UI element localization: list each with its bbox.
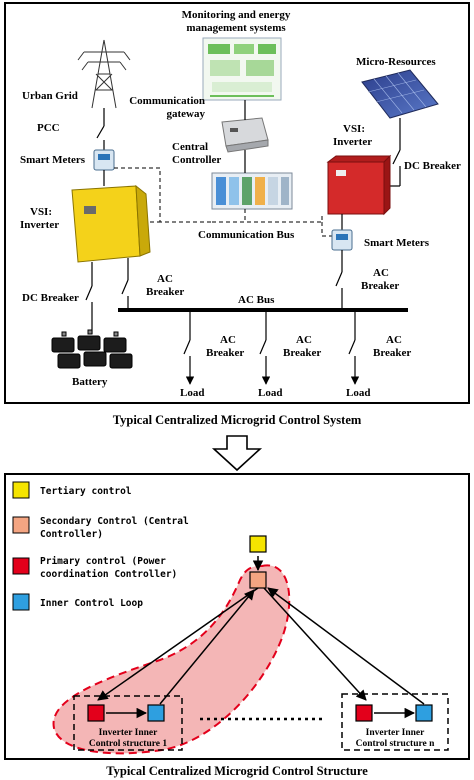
vsi-inverter-left-device xyxy=(71,184,151,263)
central-controller-label-1: Central xyxy=(172,141,208,153)
ac-breaker-right-label-2: Breaker xyxy=(361,280,399,292)
urban-grid-label: Urban Grid xyxy=(22,90,78,102)
legend-swatch-tertiary xyxy=(12,481,30,499)
dc-breaker-left-label: DC Breaker xyxy=(22,292,79,304)
secondary-to-primary1-arrow xyxy=(97,587,259,701)
legend-label-secondary-1: Secondary Control (Central xyxy=(40,516,189,527)
dc-breaker-right-label: DC Breaker xyxy=(404,160,461,172)
inner1-to-secondary-arrow xyxy=(159,589,255,705)
monitoring-label-1: Monitoring and energy xyxy=(182,9,291,21)
legend-swatch-secondary xyxy=(12,516,30,534)
caption-bottom: Typical Centralized Microgrid Control St… xyxy=(106,764,368,778)
comm-bus-dashed xyxy=(212,216,323,223)
legend-label-tertiary: Tertiary control xyxy=(40,486,132,497)
ac-breaker-left-label-2: Breaker xyxy=(146,286,184,298)
smart-meters-right-label: Smart Meters xyxy=(364,237,430,249)
comm-dashed-right xyxy=(321,222,332,237)
ac-breaker-load3-label-2: Breaker xyxy=(373,347,411,359)
battery-label: Battery xyxy=(72,376,108,388)
comm-bus-label: Communication Bus xyxy=(198,229,295,241)
comm-gateway-label-1: Communication xyxy=(129,95,205,107)
inner-loop-block-n xyxy=(415,704,433,722)
dc-breaker-right-switch xyxy=(392,149,401,165)
primary-control-region xyxy=(53,565,290,754)
secondary-to-primaryn-arrow xyxy=(263,587,367,701)
inverter-n-box xyxy=(341,693,449,751)
vsi-left-label-1: VSI: xyxy=(30,206,52,218)
caption-top: Typical Centralized Microgrid Control Sy… xyxy=(113,413,362,427)
flow-down-arrow xyxy=(211,435,263,472)
primary-control-block-n xyxy=(355,704,373,722)
vsi-right-label-2: Inverter xyxy=(333,136,372,148)
central-controller-label-2: Controller xyxy=(172,154,221,166)
pcc-label: PCC xyxy=(37,122,60,134)
ac-breaker-load2-label-1: AC xyxy=(296,334,312,346)
tertiary-control-block xyxy=(249,535,267,553)
legend-label-primary-1: Primary control (Power xyxy=(40,556,166,567)
ac-bus-bar xyxy=(118,308,408,312)
innern-to-secondary-arrow xyxy=(267,587,425,705)
ac-breaker-left-switch xyxy=(121,279,129,295)
communication-gateway-device xyxy=(221,117,269,153)
load-branch-3 xyxy=(348,312,360,385)
smart-meter-left-icon xyxy=(93,149,115,171)
primary-control-block-1 xyxy=(87,704,105,722)
legend: Tertiary control Secondary Control (Cent… xyxy=(12,481,189,611)
inner-loop-block-1 xyxy=(147,704,165,722)
transmission-tower-icon xyxy=(77,39,131,109)
ac-breaker-load2-label-2: Breaker xyxy=(283,347,321,359)
legend-label-secondary-2: Controller) xyxy=(40,529,103,540)
inverter-n-label-1: Inverter Inner xyxy=(366,728,425,738)
vsi-right-label-1: VSI: xyxy=(343,123,365,135)
legend-label-primary-2: coordination Controller) xyxy=(40,569,177,580)
solar-panel-icon xyxy=(361,69,439,119)
monitoring-label-2: management systems xyxy=(186,22,286,34)
ac-breaker-right-label-1: AC xyxy=(373,267,389,279)
pcc-switch xyxy=(96,125,105,139)
smart-meter-right-icon xyxy=(331,229,353,251)
load-1-label: Load xyxy=(180,387,204,399)
secondary-control-block xyxy=(249,571,267,589)
comm-dashed-left xyxy=(114,167,212,223)
central-controller-device xyxy=(211,172,293,210)
load-3-label: Load xyxy=(346,387,370,399)
ac-breaker-load3-label-1: AC xyxy=(386,334,402,346)
load-2-label: Load xyxy=(258,387,282,399)
legend-swatch-primary xyxy=(12,557,30,575)
ac-breaker-right-switch xyxy=(335,271,343,287)
comm-gateway-label-2: gateway xyxy=(167,108,206,120)
ac-breaker-load1-label-2: Breaker xyxy=(206,347,244,359)
load-branch-2 xyxy=(259,312,271,385)
inverter-1-label-1: Inverter Inner xyxy=(99,728,158,738)
smart-meters-left-label: Smart Meters xyxy=(20,154,86,166)
ac-breaker-load1-label-1: AC xyxy=(220,334,236,346)
legend-label-inner: Inner Control Loop xyxy=(40,598,143,609)
battery-pack-icon xyxy=(51,329,133,369)
vsi-inverter-right-device xyxy=(326,154,392,216)
ac-bus-label: AC Bus xyxy=(238,294,275,306)
inverter-n-label-2: Control structure n xyxy=(356,739,436,749)
primary-control-region-outline xyxy=(52,564,291,755)
load-branch-1 xyxy=(183,312,195,385)
inverter-1-label-2: Control structure 1 xyxy=(89,739,168,749)
monitoring-screen xyxy=(202,37,282,101)
ac-breaker-left-label-1: AC xyxy=(157,273,173,285)
legend-swatch-inner xyxy=(12,593,30,611)
inverter-1-box xyxy=(73,695,183,751)
micro-resources-label: Micro-Resources xyxy=(356,56,436,68)
vsi-left-label-2: Inverter xyxy=(20,219,59,231)
dc-breaker-left-switch xyxy=(85,285,93,301)
